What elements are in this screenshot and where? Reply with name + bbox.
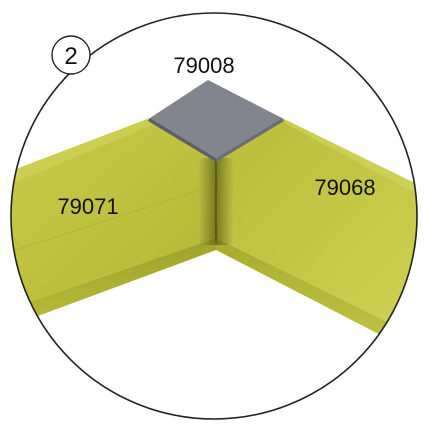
left-beam [11,118,217,330]
corner-connector [148,80,284,162]
step-badge: 2 [51,35,91,75]
step-number: 2 [64,43,77,70]
right-beam-top-face [216,118,417,342]
step-badge-circle [51,35,91,75]
label-left-beam: 79071 [57,194,118,219]
corner-connector-top [150,80,282,158]
left-beam-top-face [11,118,216,312]
left-beam-side-face [11,238,216,330]
label-corner-connector: 79008 [173,53,234,78]
right-beam [216,118,417,360]
detail-circle-outline [10,12,418,420]
label-right-beam: 79068 [314,175,375,200]
right-beam-side-face [216,238,417,360]
detail-view [11,80,417,360]
